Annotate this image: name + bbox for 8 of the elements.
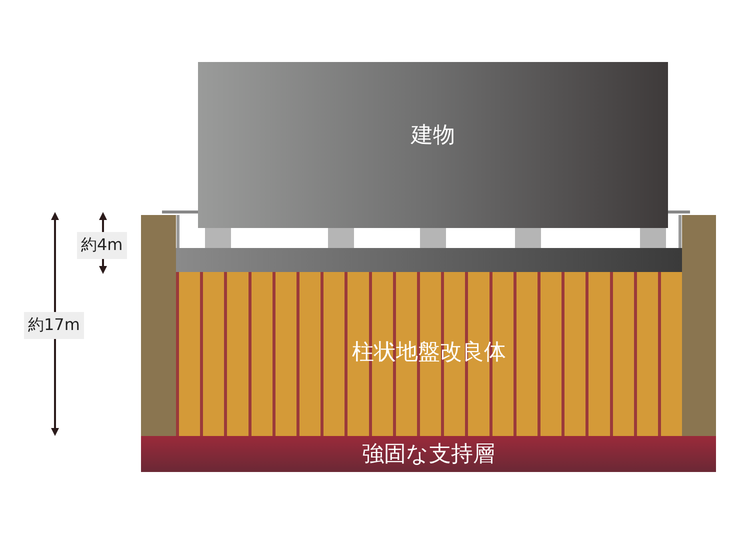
layer-label: 建物 bbox=[411, 122, 455, 150]
building-block bbox=[198, 62, 668, 228]
soil-column-block bbox=[176, 272, 682, 436]
bearing-layer-band bbox=[141, 436, 716, 472]
dimension-label: 約17m bbox=[24, 312, 84, 339]
layer-label: 柱状地盤改良体 bbox=[352, 339, 506, 367]
layer-label: 強固な支持層 bbox=[362, 441, 495, 469]
dimension-label: 約4m bbox=[77, 232, 127, 259]
